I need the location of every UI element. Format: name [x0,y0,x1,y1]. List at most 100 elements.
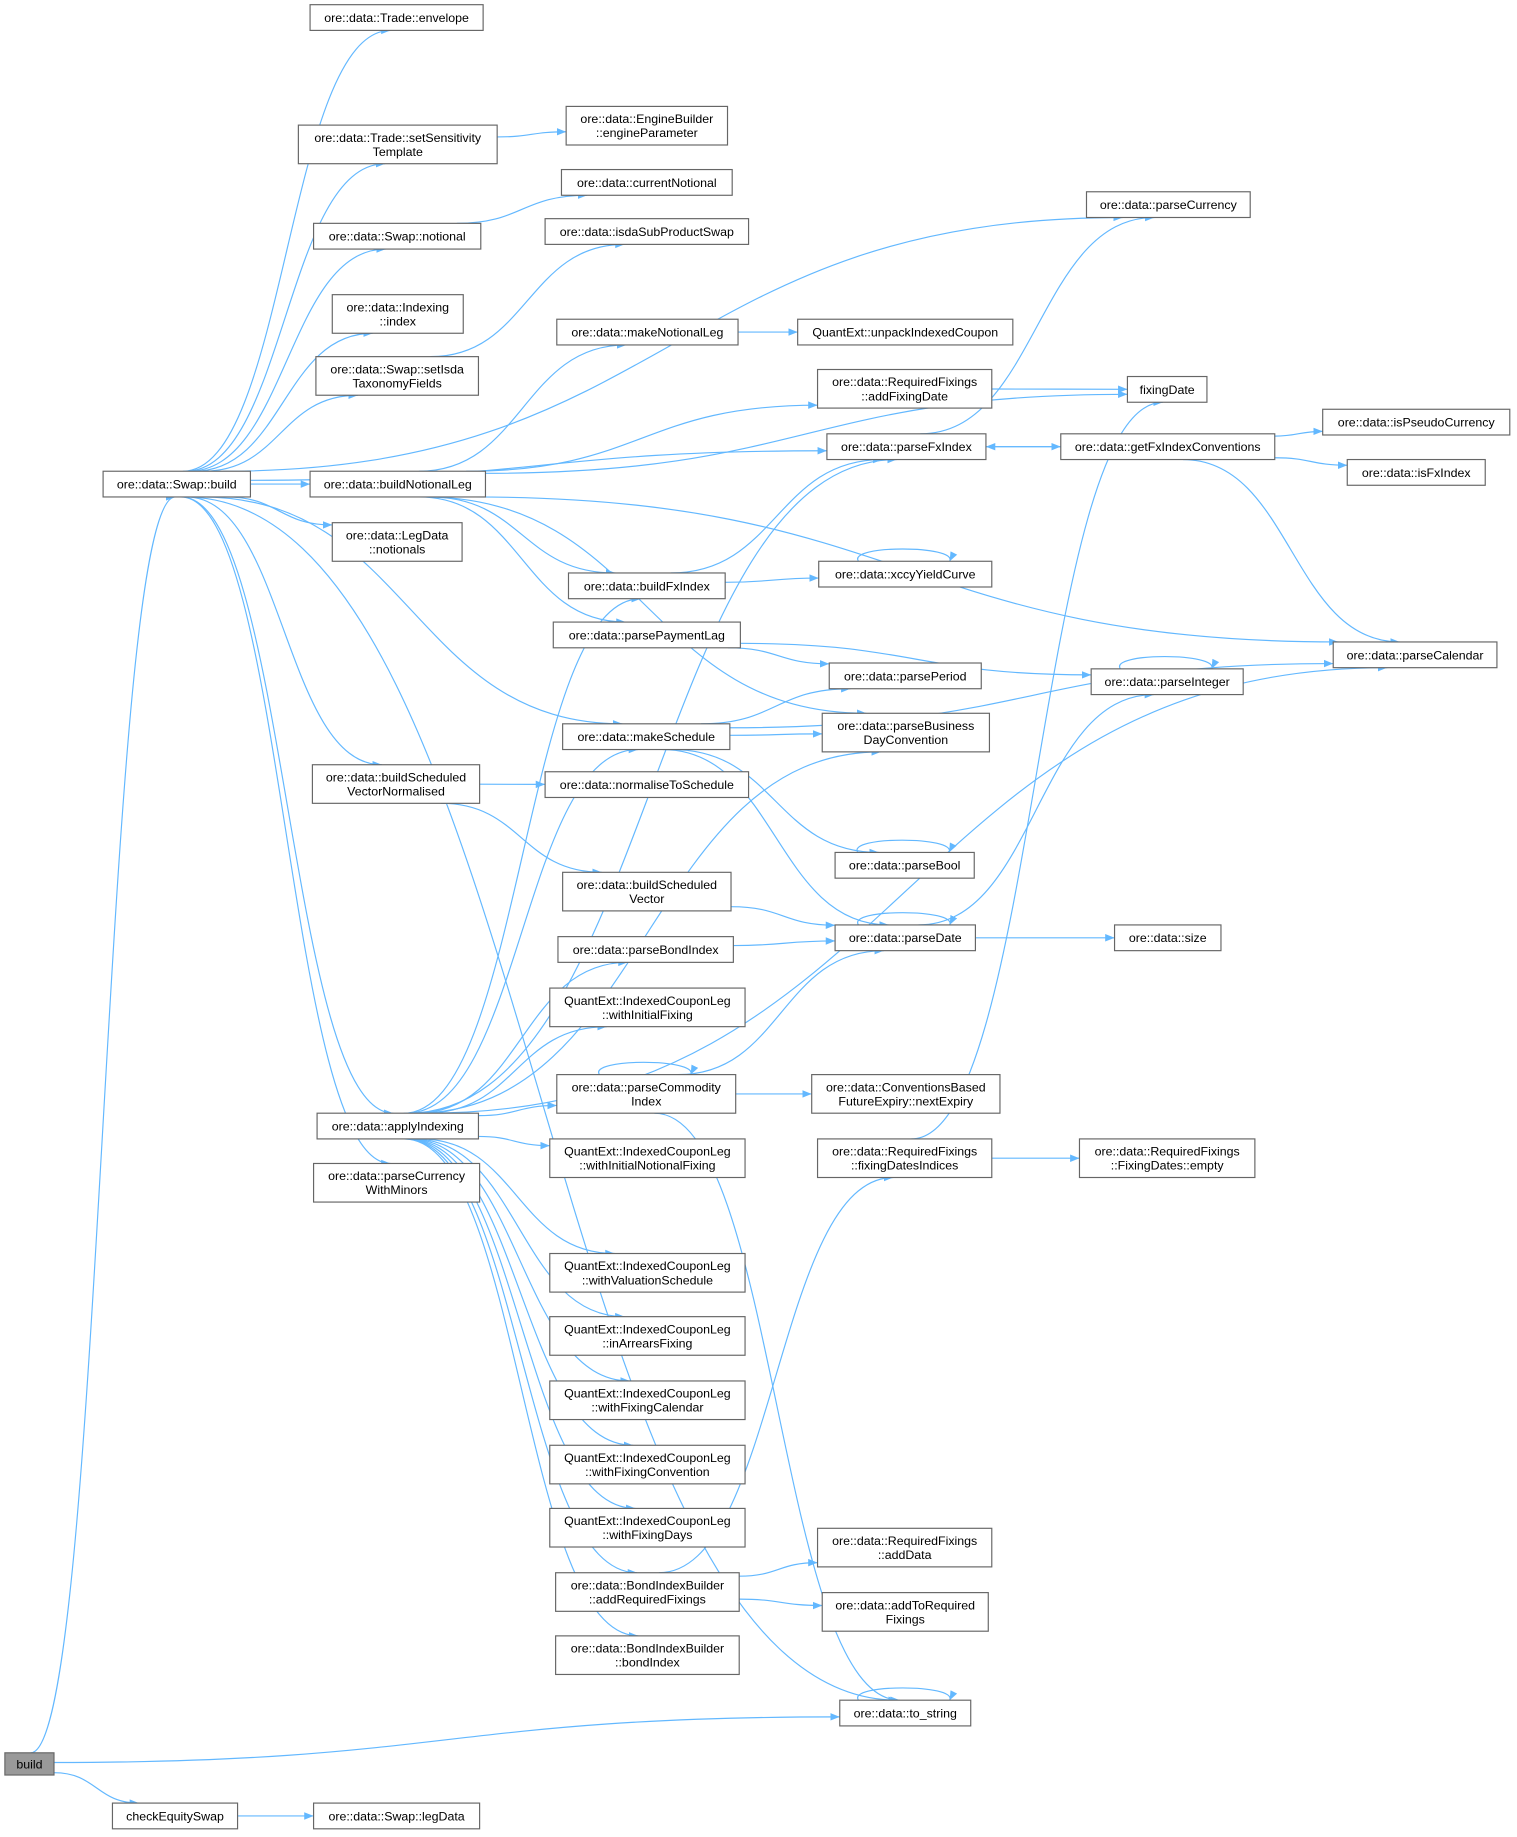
node-label: ore::data::isdaSubProductSwap [560,225,734,239]
node-fixingDatesIndices[interactable]: ore::data::RequiredFixings::fixingDatesI… [816,1138,993,1179]
node-swapBuild[interactable]: ore::data::Swap::build [102,470,252,498]
node-withInitialFixing[interactable]: QuantExt::IndexedCouponLeg::withInitialF… [549,987,746,1028]
node-buildNotionalLeg[interactable]: ore::data::buildNotionalLeg [309,470,487,498]
edge-toString-to-toString [857,1687,958,1701]
edge-addReqFix-to-fixingDatesIndices [658,1173,894,1574]
node-label: Fixings [886,1612,925,1626]
node-legData[interactable]: ore::data::Swap::legData [312,1802,481,1830]
node-applyIndexing[interactable]: ore::data::applyIndexing [316,1112,480,1140]
node-label: ore::data::BondIndexBuilder [571,1642,724,1656]
edge-makeSchedule-to-parseBDC [729,730,823,738]
node-isdaSub[interactable]: ore::data::isdaSubProductSwap [544,218,750,245]
node-box [816,1138,993,1179]
edge-applyIndexing-to-withInitialFixing [424,1022,607,1114]
node-parsePaymentLag[interactable]: ore::data::parsePaymentLag [552,621,741,649]
edge-parseDate-to-parseInteger [918,690,1155,926]
node-engineParameter[interactable]: ore::data::EngineBuilder::engineParamete… [565,105,729,146]
node-parseCurrency[interactable]: ore::data::parseCurrency [1085,191,1251,219]
node-label: ore::data::xccyYieldCurve [835,568,976,582]
edge-swapBuild-to-pcwm [180,496,391,1168]
node-bondIndex[interactable]: ore::data::BondIndexBuilder::bondIndex [555,1635,740,1676]
node-label: ore::data::Swap::notional [329,230,466,244]
edge-addReqFix-to-addToReq [739,1598,823,1610]
node-label: ore::data::parseCalendar [1347,648,1484,662]
node-label: ore::data::isPseudoCurrency [1338,416,1496,430]
node-checkEquitySwap[interactable]: checkEquitySwap [111,1802,239,1830]
node-makeSchedule[interactable]: ore::data::makeSchedule [562,723,731,751]
node-isPseudo[interactable]: ore::data::isPseudoCurrency [1322,408,1511,436]
node-box [309,4,484,31]
node-withFixingCal[interactable]: QuantExt::IndexedCouponLeg::withFixingCa… [549,1380,746,1421]
node-withValuation[interactable]: QuantExt::IndexedCouponLeg::withValuatio… [549,1252,746,1293]
node-getFx[interactable]: ore::data::getFxIndexConventions [1060,433,1276,461]
node-fixingDate[interactable]: fixingDate [1126,375,1208,403]
node-makeNotionalLeg[interactable]: ore::data::makeNotionalLeg [556,318,739,346]
node-parseBondIndex[interactable]: ore::data::parseBondIndex [557,936,734,963]
node-label: ore::data::to_string [854,1706,957,1720]
node-notional[interactable]: ore::data::Swap::notional [312,222,482,250]
node-build[interactable]: build [4,1752,55,1776]
node-label: ore::data::RequiredFixings [832,1534,977,1548]
node-unpack[interactable]: QuantExt::unpackIndexedCoupon [797,318,1014,346]
node-parsePeriod[interactable]: ore::data::parsePeriod [828,662,982,690]
node-parseFxIndex[interactable]: ore::data::parseFxIndex [826,433,987,461]
node-parseCalendar[interactable]: ore::data::parseCalendar [1332,641,1498,669]
node-box [309,470,487,498]
edge-swapBuild-to-makeSchedule [200,496,623,728]
node-buildFxIndex[interactable]: ore::data::buildFxIndex [567,572,726,600]
node-label: ore::data::parseInteger [1105,675,1230,689]
edge-swapBuild-to-indexingIndex [193,329,373,472]
edge-parseBondIndex-to-parseDate [733,937,836,947]
node-addFixingDate[interactable]: ore::data::RequiredFixings::addFixingDat… [816,368,993,409]
node-label: ore::data::Swap::legData [328,1809,464,1823]
node-size[interactable]: ore::data::size [1113,924,1222,952]
node-label: ore::data::currentNotional [577,176,717,190]
node-withFixingConv[interactable]: QuantExt::IndexedCouponLeg::withFixingCo… [549,1444,746,1485]
node-box [839,1699,972,1727]
node-inArrears[interactable]: QuantExt::IndexedCouponLeg::inArrearsFix… [549,1316,746,1356]
node-label: ore::data::addToRequired [835,1598,975,1612]
node-label: ore::data::buildScheduled [326,770,466,784]
node-addReqFix[interactable]: ore::data::BondIndexBuilder::addRequired… [555,1572,740,1612]
edge-applyIndexing-to-withInitNotional [478,1135,550,1150]
edge-applyIndexing-to-withValuation [419,1138,615,1258]
node-nextExpiry[interactable]: ore::data::ConventionsBasedFutureExpiry:… [811,1074,1001,1114]
node-withInitNotional[interactable]: QuantExt::IndexedCouponLeg::withInitialN… [549,1138,746,1179]
node-label: ore::data::getFxIndexConventions [1075,440,1261,454]
edge-buildNotionalLeg-to-makeNotionalLeg [418,341,627,472]
edge-applyIndexing-to-parseBondIndex [415,958,628,1114]
node-indexingIndex[interactable]: ore::data::Indexing::index [331,294,464,334]
node-label: ::index [380,314,417,328]
node-box [556,1074,737,1114]
node-box [544,218,750,245]
node-toString[interactable]: ore::data::to_string [839,1699,972,1727]
node-label: FutureExpiry::nextExpiry [838,1094,974,1108]
node-label: ore::data::Swap::setIsda [330,362,464,376]
node-parseInteger[interactable]: ore::data::parseInteger [1090,668,1244,696]
node-bsvn[interactable]: ore::data::buildScheduledVectorNormalise… [311,764,481,804]
node-withFixingDays[interactable]: QuantExt::IndexedCouponLeg::withFixingDa… [549,1507,746,1548]
node-parseDate[interactable]: ore::data::parseDate [834,924,976,952]
node-xccy[interactable]: ore::data::xccyYieldCurve [818,560,993,588]
node-box [549,1252,746,1293]
node-label: QuantExt::IndexedCouponLeg [564,1145,731,1159]
node-parseBool[interactable]: ore::data::parseBool [834,851,975,879]
edge-parseCommodity-to-parseCommodity [598,1061,699,1075]
node-currentNotional[interactable]: ore::data::currentNotional [560,168,733,196]
node-notionals[interactable]: ore::data::LegData::notionals [331,522,463,562]
node-normalise[interactable]: ore::data::normaliseToSchedule [544,771,750,799]
node-envelope[interactable]: ore::data::Trade::envelope [309,4,484,31]
node-addData[interactable]: ore::data::RequiredFixings::addData [816,1527,993,1568]
edge-swapBuild-to-envelope [182,26,391,472]
node-isFxIndex[interactable]: ore::data::isFxIndex [1346,458,1486,486]
node-empty[interactable]: ore::data::RequiredFixings::FixingDates:… [1078,1138,1256,1179]
node-label: ::withValuationSchedule [582,1273,713,1287]
